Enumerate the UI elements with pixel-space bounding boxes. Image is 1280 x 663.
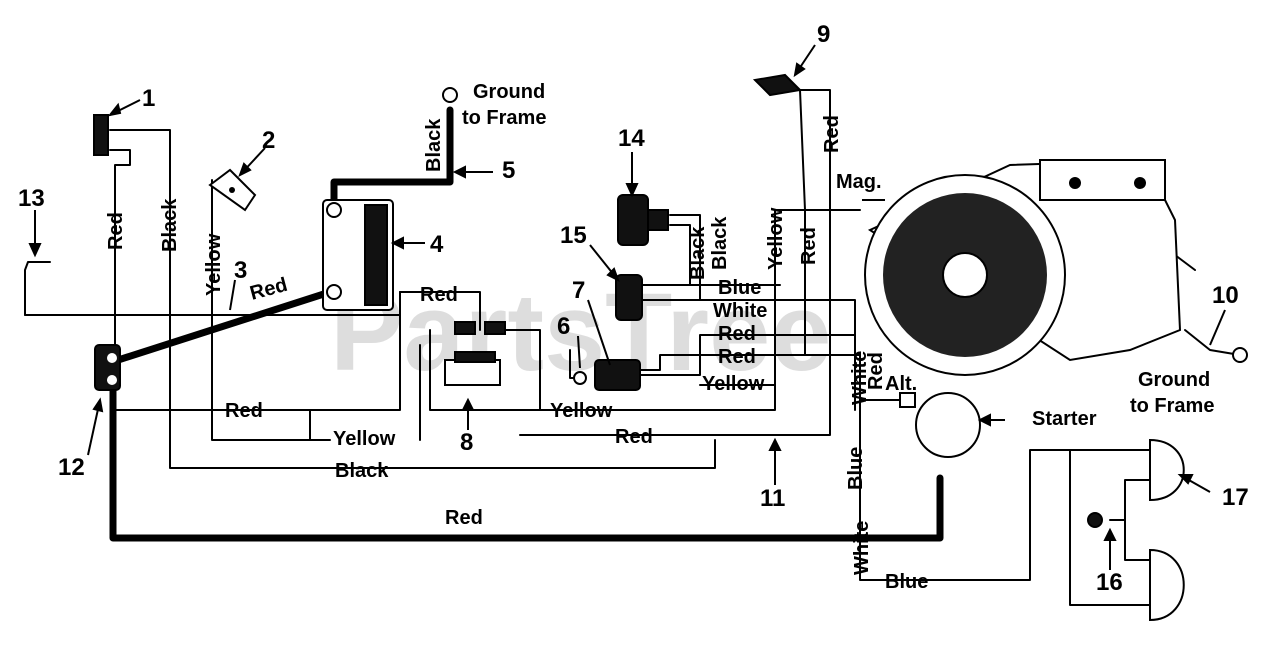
ground-to-frame-label-top-2: to Frame bbox=[462, 107, 546, 129]
part-number-14: 14 bbox=[618, 125, 645, 152]
wire-label-black-1: Black bbox=[159, 198, 181, 252]
wire-label-red-alt: Red bbox=[865, 352, 887, 390]
part-number-13: 13 bbox=[18, 185, 45, 212]
wires bbox=[24, 89, 1241, 606]
wire-label-red-mid: Red bbox=[615, 426, 653, 448]
part-number-4: 4 bbox=[430, 231, 444, 258]
relay-8 bbox=[444, 321, 506, 386]
component-2 bbox=[208, 168, 257, 212]
starter-cable-red bbox=[109, 376, 944, 542]
part-number-2: 2 bbox=[262, 127, 275, 154]
part-number-16: 16 bbox=[1096, 569, 1123, 596]
wire-label-red-15a: Red bbox=[718, 323, 756, 345]
spark-plug-9 bbox=[752, 73, 803, 97]
wire-label-blue-15: Blue bbox=[718, 277, 761, 299]
engine bbox=[864, 158, 1182, 376]
ground-to-frame-label-right-1: Ground bbox=[1138, 369, 1210, 391]
part-number-12: 12 bbox=[58, 454, 85, 481]
wire-label-red-relay: Red bbox=[420, 284, 458, 306]
wire-label-blue-vert: Blue bbox=[845, 447, 867, 490]
part-number-6: 6 bbox=[557, 313, 570, 340]
part-number-11: 11 bbox=[760, 485, 785, 512]
part-number-9: 9 bbox=[817, 21, 830, 48]
key-switch-6-7 bbox=[573, 359, 641, 391]
ground-to-frame-label-top-1: Ground bbox=[473, 81, 545, 103]
wire-label-red-1: Red bbox=[105, 212, 127, 250]
ground-cable-5 bbox=[330, 106, 454, 209]
wire-label-black-14b: Black bbox=[709, 216, 731, 270]
ground-to-frame-label-right-2: to Frame bbox=[1130, 395, 1214, 417]
ground-terminal-right bbox=[1232, 347, 1248, 363]
switch-16 bbox=[1087, 512, 1103, 528]
wire-label-black-14a: Black bbox=[687, 226, 709, 280]
wire-label-yellow-7: Yellow bbox=[702, 373, 765, 395]
wire-label-white-15: White bbox=[713, 300, 767, 322]
wire-label-white-bottom: White bbox=[851, 521, 873, 575]
wire-labels-vertical: Black Red Black Yellow Black Black Yello… bbox=[105, 115, 887, 575]
headlight-lower bbox=[1149, 548, 1185, 622]
alt-label: Alt. bbox=[885, 373, 917, 395]
wire-labels: Red Red Red Yellow Black Yellow Red Red … bbox=[225, 274, 928, 593]
battery-cable-3 bbox=[108, 288, 334, 366]
starter-label: Starter bbox=[1032, 408, 1097, 430]
ground-terminal-top bbox=[442, 87, 458, 103]
component-1 bbox=[93, 114, 109, 156]
solenoid-12 bbox=[94, 344, 121, 391]
wire-label-yellow-mid: Yellow bbox=[550, 400, 613, 422]
starter-motor bbox=[899, 392, 981, 458]
wire-label-black-5: Black bbox=[423, 118, 445, 172]
component-14 bbox=[617, 194, 669, 246]
part-number-5: 5 bbox=[502, 157, 515, 184]
headlight-17 bbox=[1149, 438, 1185, 502]
wire-label-yellow-vert: Yellow bbox=[765, 207, 787, 270]
wire-label-yellow-left: Yellow bbox=[333, 428, 396, 450]
wire-label-red-3: Red bbox=[248, 274, 290, 305]
wire-label-yellow-2: Yellow bbox=[203, 233, 225, 296]
wire-label-red-long: Red bbox=[445, 507, 483, 529]
mag-label: Mag. bbox=[836, 171, 882, 193]
component-15 bbox=[615, 274, 643, 321]
wire-label-white-alt: White bbox=[849, 351, 871, 405]
part-number-1: 1 bbox=[142, 85, 155, 112]
wire-label-red-15b: Red bbox=[718, 346, 756, 368]
wire-label-black-bottom: Black bbox=[335, 460, 389, 482]
part-number-15: 15 bbox=[560, 222, 587, 249]
part-number-10: 10 bbox=[1212, 282, 1239, 309]
part-number-3: 3 bbox=[234, 257, 247, 284]
wire-label-red-left: Red bbox=[225, 400, 263, 422]
wire-label-red-9: Red bbox=[821, 115, 843, 153]
leader-arrows bbox=[28, 44, 1226, 570]
part-number-17: 17 bbox=[1222, 484, 1249, 511]
part-number-7: 7 bbox=[572, 277, 585, 304]
battery-4 bbox=[322, 199, 394, 311]
component-13 bbox=[24, 261, 51, 316]
wire-label-blue-bottom: Blue bbox=[885, 571, 928, 593]
part-number-8: 8 bbox=[460, 429, 473, 456]
wire-label-red-vert: Red bbox=[798, 227, 820, 265]
